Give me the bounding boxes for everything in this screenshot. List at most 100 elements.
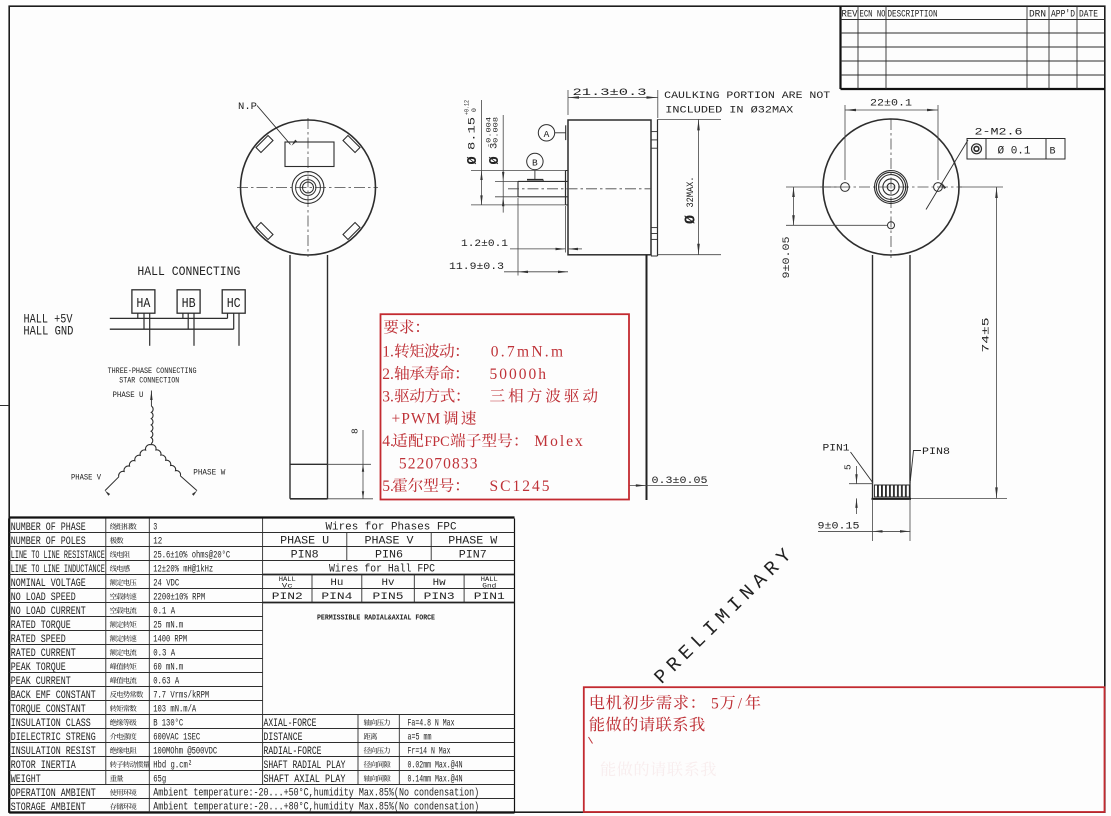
svg-text:INSULATION RESIST: INSULATION RESIST xyxy=(11,746,96,758)
svg-text:PEAK TORQUE: PEAK TORQUE xyxy=(11,662,66,674)
svg-text:2200±10% RPM: 2200±10% RPM xyxy=(153,592,205,604)
svg-text:Fr=14 N Max: Fr=14 N Max xyxy=(408,747,451,758)
svg-text:NOMINAL VOLTAGE: NOMINAL VOLTAGE xyxy=(11,578,86,590)
svg-text:ECN NO: ECN NO xyxy=(860,9,886,21)
svg-text:SHAFT RADIAL PLAY: SHAFT RADIAL PLAY xyxy=(264,760,346,772)
svg-text:PIN1: PIN1 xyxy=(823,443,850,455)
svg-text:8: 8 xyxy=(350,428,361,434)
svg-text:RATED CURRENT: RATED CURRENT xyxy=(11,648,76,660)
svg-text:0.7mN.m: 0.7mN.m xyxy=(491,344,566,361)
svg-text:PHASE W: PHASE W xyxy=(448,535,498,547)
svg-text:4.: 4. xyxy=(382,433,394,450)
svg-text:Ø: Ø xyxy=(466,156,481,164)
svg-text:3.: 3. xyxy=(382,388,394,405)
svg-text:Ø 0.1: Ø 0.1 xyxy=(998,145,1031,157)
svg-text:PIN2: PIN2 xyxy=(272,591,303,603)
svg-text:5: 5 xyxy=(711,695,719,712)
svg-text:32MAX.: 32MAX. xyxy=(685,177,697,208)
svg-text:103 mN.m/A: 103 mN.m/A xyxy=(153,704,196,716)
svg-text:1.2±0.1: 1.2±0.1 xyxy=(461,238,508,250)
svg-text:-0.004: -0.004 xyxy=(485,117,492,148)
svg-text:REV: REV xyxy=(842,9,859,21)
svg-text:ROTOR INERTIA: ROTOR INERTIA xyxy=(11,760,76,772)
svg-text:APP'D: APP'D xyxy=(1051,9,1075,21)
svg-text:60 mN.m: 60 mN.m xyxy=(153,662,183,674)
svg-text:B 130°C: B 130°C xyxy=(153,718,183,730)
svg-text:PIN6: PIN6 xyxy=(375,549,403,561)
svg-text:/: / xyxy=(738,695,743,712)
svg-text:PIN3: PIN3 xyxy=(424,591,455,603)
svg-text:PIN8: PIN8 xyxy=(291,549,319,561)
svg-text:PIN4: PIN4 xyxy=(321,591,352,603)
svg-text:12±20% mH@1kHz: 12±20% mH@1kHz xyxy=(153,564,213,576)
svg-text:INCLUDED IN Ø32MAX: INCLUDED IN Ø32MAX xyxy=(665,104,794,116)
svg-text:-0.008: -0.008 xyxy=(493,117,500,148)
svg-text:+0.12: +0.12 xyxy=(464,100,471,115)
svg-text:NO LOAD SPEED: NO LOAD SPEED xyxy=(11,592,76,604)
svg-text:PHASE V: PHASE V xyxy=(365,535,415,547)
svg-text:74±5: 74±5 xyxy=(981,318,993,353)
svg-text:PHASE U: PHASE U xyxy=(113,390,144,400)
svg-text:STAR CONNECTION: STAR CONNECTION xyxy=(119,376,179,386)
svg-text:SHAFT AXIAL PLAY: SHAFT AXIAL PLAY xyxy=(264,774,346,786)
svg-text:600VAC 1SEC: 600VAC 1SEC xyxy=(153,732,200,744)
svg-text:50000h: 50000h xyxy=(490,366,549,383)
svg-text:LINE TO LINE INDUCTANCE: LINE TO LINE INDUCTANCE xyxy=(11,564,105,576)
svg-text:Hw: Hw xyxy=(433,578,446,589)
svg-text:THREE-PHASE CONNECTING: THREE-PHASE CONNECTING xyxy=(108,366,197,376)
svg-text:OPERATION AMBIENT: OPERATION AMBIENT xyxy=(11,788,96,800)
svg-text:3: 3 xyxy=(153,522,157,534)
svg-text:65g: 65g xyxy=(153,774,166,786)
svg-text:0.1 A: 0.1 A xyxy=(153,606,175,618)
svg-text:NUMBER OF POLES: NUMBER OF POLES xyxy=(11,536,86,548)
svg-text:0.3 A: 0.3 A xyxy=(153,648,175,660)
svg-text:100MOhm @500VDC: 100MOhm @500VDC xyxy=(153,746,217,758)
svg-text:PIN8: PIN8 xyxy=(922,446,950,458)
svg-text:5.: 5. xyxy=(382,478,394,495)
svg-text:HALL GND: HALL GND xyxy=(23,325,73,339)
svg-text:PIN5: PIN5 xyxy=(373,591,404,603)
svg-text:Ambient temperature:-20...+50°: Ambient temperature:-20...+50°C,humidity… xyxy=(153,788,479,800)
svg-text:Molex: Molex xyxy=(534,433,584,450)
svg-text:HALL CONNECTING: HALL CONNECTING xyxy=(137,264,240,279)
svg-text:PHASE V: PHASE V xyxy=(71,473,102,483)
svg-text:9±0.15: 9±0.15 xyxy=(818,521,860,533)
svg-text:Hu: Hu xyxy=(330,578,343,589)
svg-text:DRN: DRN xyxy=(1029,9,1046,21)
svg-text:NUMBER OF PHASE: NUMBER OF PHASE xyxy=(11,522,86,534)
svg-text:A: A xyxy=(544,129,550,140)
svg-text:PHASE W: PHASE W xyxy=(193,468,226,478)
svg-text:RADIAL-FORCE: RADIAL-FORCE xyxy=(264,746,322,758)
svg-text:DATE: DATE xyxy=(1079,9,1098,21)
svg-text:WEIGHT: WEIGHT xyxy=(11,774,41,786)
svg-text:B: B xyxy=(1049,147,1055,158)
svg-text:0.14mm Max.@4N: 0.14mm Max.@4N xyxy=(408,774,463,786)
svg-text:LINE TO LINE RESISTANCE: LINE TO LINE RESISTANCE xyxy=(11,550,105,562)
svg-text:HA: HA xyxy=(136,296,150,312)
svg-text:TORQUE CONSTANT: TORQUE CONSTANT xyxy=(11,704,86,716)
svg-text:Gnd: Gnd xyxy=(482,582,496,589)
svg-text:a=5 mm: a=5 mm xyxy=(408,733,432,744)
svg-text:DISTANCE: DISTANCE xyxy=(264,732,303,744)
svg-text:1.: 1. xyxy=(382,344,394,361)
svg-text:0.02mm Max.@4N: 0.02mm Max.@4N xyxy=(408,760,463,772)
svg-text:3: 3 xyxy=(489,143,501,149)
svg-text:N.P: N.P xyxy=(238,101,257,113)
svg-text:Ø: Ø xyxy=(488,156,503,164)
svg-text:Vc: Vc xyxy=(282,582,293,589)
svg-text:PHASE U: PHASE U xyxy=(280,535,329,547)
svg-text:HALL +5V: HALL +5V xyxy=(24,313,73,327)
svg-text:PEAK CURRENT: PEAK CURRENT xyxy=(11,676,71,688)
svg-text:STORAGE AMBIENT: STORAGE AMBIENT xyxy=(11,802,86,814)
svg-text:RATED TORQUE: RATED TORQUE xyxy=(11,620,71,632)
svg-text:8.15: 8.15 xyxy=(467,117,479,150)
svg-text:522070833: 522070833 xyxy=(399,456,479,473)
svg-text:11.9±0.3: 11.9±0.3 xyxy=(449,261,504,273)
svg-text:HALL: HALL xyxy=(279,576,296,583)
svg-text:HC: HC xyxy=(227,296,241,312)
svg-text:Wires for Phases FPC: Wires for Phases FPC xyxy=(326,521,458,533)
svg-text:PERMISSIBLE RADIAL&AXIAL FORCE: PERMISSIBLE RADIAL&AXIAL FORCE xyxy=(317,615,436,623)
svg-text:1400 RPM: 1400 RPM xyxy=(153,634,187,646)
svg-text:HB: HB xyxy=(182,296,196,312)
svg-text:PIN7: PIN7 xyxy=(459,549,487,561)
